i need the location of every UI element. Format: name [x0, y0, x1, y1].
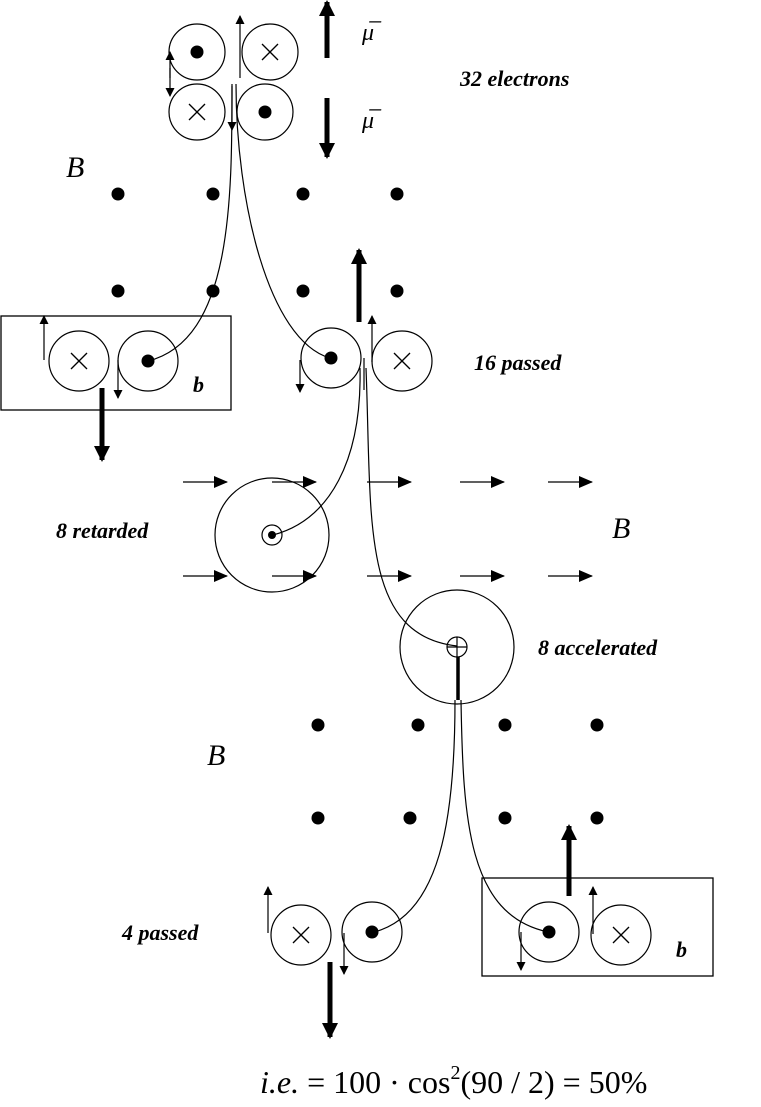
trajectory-retarded [272, 367, 361, 536]
out-dot [141, 354, 155, 368]
formula-prefix: i.e. [260, 1064, 299, 1100]
out-dot [190, 45, 204, 59]
electron-in-circle [48, 330, 110, 392]
right-absorber-box: b [481, 877, 714, 977]
electron-out-circle [518, 901, 580, 963]
formula-body: = 100 · cos [299, 1064, 450, 1100]
label-16-passed: 16 passed [474, 350, 562, 375]
passed-pair-first [295, 315, 433, 393]
box-frame [481, 877, 714, 977]
small-ring [261, 524, 283, 546]
passed-pair-final [263, 886, 403, 975]
orbit-circle [399, 589, 515, 705]
cross-mark [292, 926, 310, 944]
electron-in-circle [168, 83, 226, 141]
trajectory-accelerated [365, 367, 458, 647]
moment-label-down: μ̅ [361, 108, 382, 134]
label-8-retarded: 8 retarded [56, 518, 149, 543]
out-dot [542, 925, 556, 939]
trajectory-left-deflected [147, 83, 233, 362]
electron-in-circle [270, 904, 332, 966]
orbit-circle [214, 477, 330, 593]
electron-in-circle [241, 23, 299, 81]
label-32-electrons: 32 electrons [459, 66, 569, 91]
label-8-accelerated: 8 accelerated [538, 635, 658, 660]
trajectory-final-left [373, 699, 456, 933]
out-dot [365, 925, 379, 939]
moment-label-up: μ̅ [361, 20, 382, 46]
out-dot [268, 531, 276, 539]
field-label-b-third: B [207, 739, 225, 772]
cross-mark [261, 43, 279, 61]
box-frame [0, 315, 232, 411]
field-dots-first [111, 187, 404, 298]
electron-out-circle [341, 901, 403, 963]
field-label-b-second: B [612, 512, 630, 545]
trajectory-right-passed [235, 83, 331, 359]
electron-in-circle [590, 904, 652, 966]
formula-exponent: 2 [450, 1062, 460, 1084]
field-dots-third [311, 718, 604, 825]
out-dot [324, 351, 338, 365]
out-dot [258, 105, 272, 119]
cross-mark [393, 352, 411, 370]
horizontal-field-arrows [183, 476, 593, 582]
left-absorber-box: b [0, 315, 232, 411]
cross-mark [188, 103, 206, 121]
formula-suffix: (90 / 2) = 50% [460, 1064, 647, 1100]
electron-out-circle [300, 327, 362, 389]
box-label-b: b [676, 937, 687, 962]
top-electron-group: μ̅ μ̅ [165, 0, 382, 159]
retarded-electron [214, 477, 330, 593]
cross-mark [612, 926, 630, 944]
field-label-b-first: B [66, 151, 84, 184]
cross-mark [70, 352, 88, 370]
box-label-b: b [193, 372, 204, 397]
result-formula: i.e. = 100 · cos2(90 / 2) = 50% [260, 1062, 647, 1100]
label-4-passed: 4 passed [121, 920, 199, 945]
